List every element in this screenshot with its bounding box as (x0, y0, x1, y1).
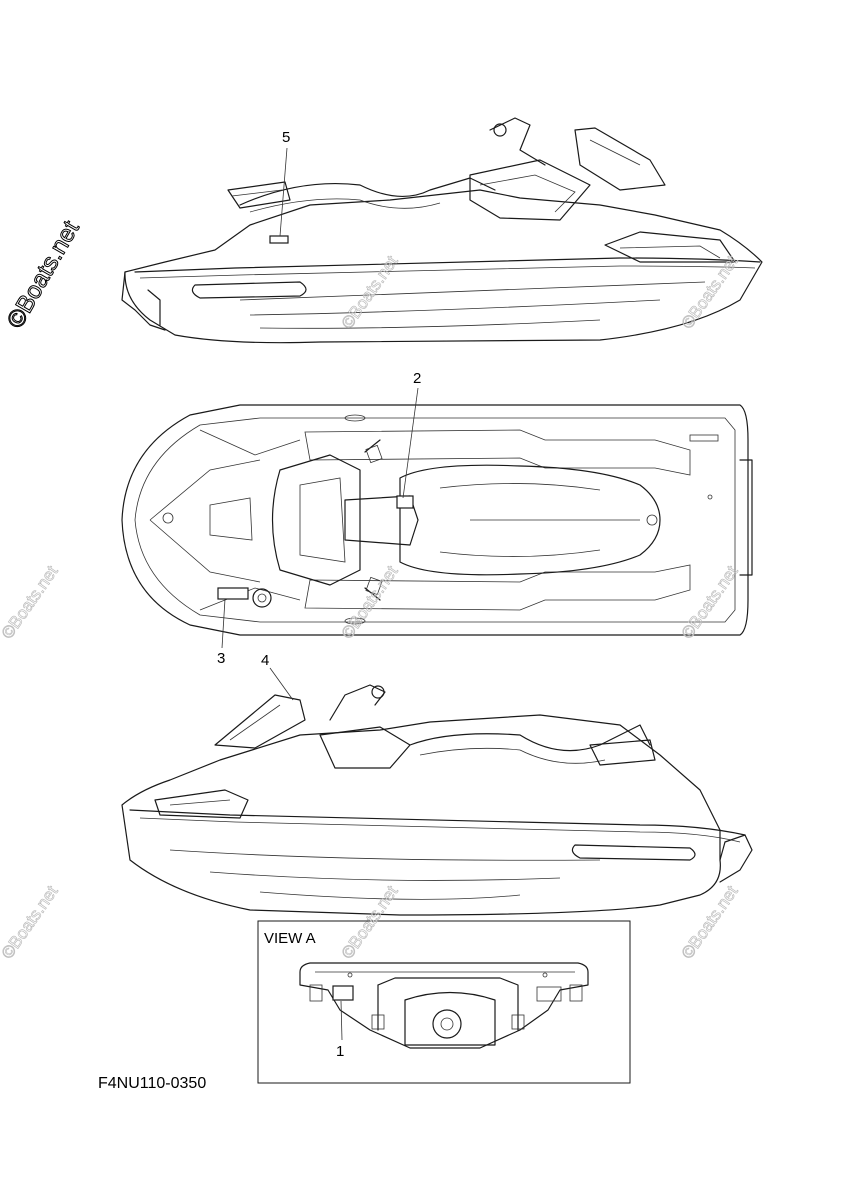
decal-2 (396, 495, 414, 509)
side-view-top (121, 117, 763, 344)
watermark: ©Boats.net (678, 252, 742, 332)
watermark: ©Boats.net (678, 562, 742, 642)
watermark-main: ©Boats.net (2, 216, 85, 333)
plan-view (121, 387, 753, 649)
side-view-bottom (121, 667, 753, 916)
callout-5: 5 (282, 129, 290, 146)
watermark: ©Boats.net (678, 882, 742, 962)
callout-3: 3 (217, 650, 225, 667)
callout-1: 1 (336, 1043, 344, 1060)
callout-4: 4 (261, 652, 269, 669)
view-a-panel (257, 920, 631, 1084)
watermark: ©Boats.net (338, 882, 402, 962)
watermark: ©Boats.net (0, 882, 62, 962)
watermark: ©Boats.net (338, 562, 402, 642)
decal-3 (217, 587, 249, 600)
decal-1 (332, 985, 354, 1001)
part-code: F4NU110-0350 (98, 1075, 206, 1092)
decal-5 (269, 235, 289, 244)
watermark: ©Boats.net (0, 562, 62, 642)
view-a-label: VIEW A (264, 930, 316, 947)
callout-2: 2 (413, 370, 421, 387)
